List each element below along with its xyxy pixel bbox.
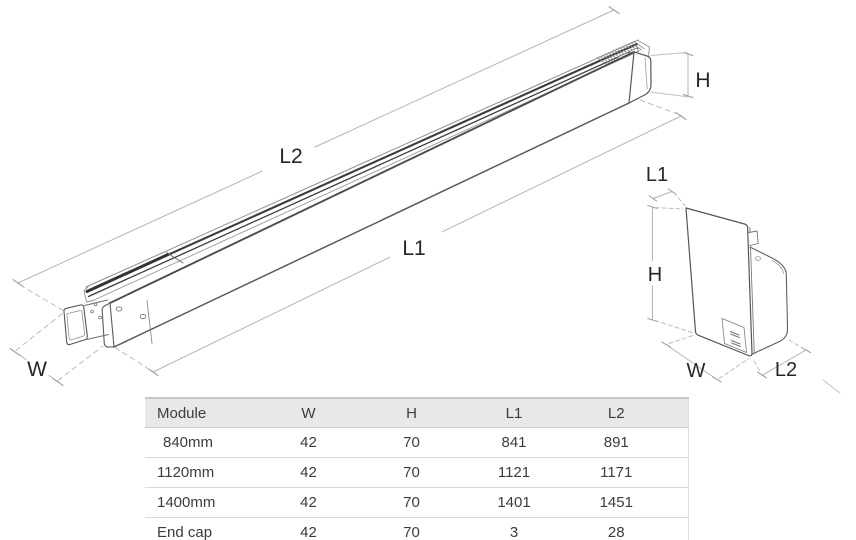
cell-l2: 28 [565, 517, 688, 540]
cell-l1: 1121 [463, 457, 565, 488]
endcap-dimensions: L1 H W L2 [646, 164, 841, 394]
cell-h: 70 [360, 517, 463, 540]
dim-label-l1-main: L1 [402, 237, 425, 260]
dim-label-h-endcap: H [648, 264, 662, 286]
col-header-module: Module [145, 398, 257, 428]
connector-tube [63, 299, 109, 346]
endcap-label-patch [721, 318, 747, 353]
track-connector-hatch [596, 40, 645, 66]
cell-w: 42 [257, 487, 360, 518]
dim-label-l2-main: L2 [279, 145, 302, 168]
dimension-table-header: Module W H L1 L2 [145, 398, 688, 428]
dim-label-l1-endcap: L1 [646, 164, 668, 186]
main-fixture-drawing [63, 39, 652, 348]
dim-label-w-endcap: W [687, 360, 706, 382]
dim-label-l2-endcap: L2 [775, 359, 797, 381]
table-row-1120mm: 1120mm 42 70 1121 1171 [145, 457, 688, 488]
col-header-w: W [257, 398, 360, 428]
cell-w: 42 [257, 427, 360, 458]
dimension-table: Module W H L1 L2 840mm 42 70 841 891 112… [145, 397, 689, 540]
cell-l1: 3 [463, 517, 565, 540]
cell-l2: 1451 [565, 487, 688, 518]
table-row-endcap: End cap 42 70 3 28 [145, 517, 688, 540]
table-row-840mm: 840mm 42 70 841 891 [145, 427, 688, 458]
cell-l2: 891 [565, 427, 688, 458]
main-dimensions: L2 L1 H W [9, 6, 711, 386]
dim-label-h-main: H [695, 69, 710, 92]
endcap-drawing [685, 207, 789, 357]
col-header-l2: L2 [565, 398, 688, 428]
cell-h: 70 [360, 487, 463, 518]
cell-h: 70 [360, 427, 463, 458]
cell-h: 70 [360, 457, 463, 488]
dim-label-w-main: W [27, 358, 47, 381]
table-header-row: Module W H L1 L2 [145, 398, 688, 428]
cell-module: End cap [145, 517, 257, 540]
cell-module: 1400mm [145, 487, 257, 518]
cell-l2: 1171 [565, 457, 688, 488]
cell-l1: 1401 [463, 487, 565, 518]
cell-module: 1120mm [145, 457, 257, 488]
table-row-1400mm: 1400mm 42 70 1401 1451 [145, 487, 688, 518]
col-header-h: H [360, 398, 463, 428]
col-header-l1: L1 [463, 398, 565, 428]
cell-l1: 841 [463, 427, 565, 458]
cell-w: 42 [257, 457, 360, 488]
cell-module: 840mm [145, 427, 257, 458]
cell-w: 42 [257, 517, 360, 540]
